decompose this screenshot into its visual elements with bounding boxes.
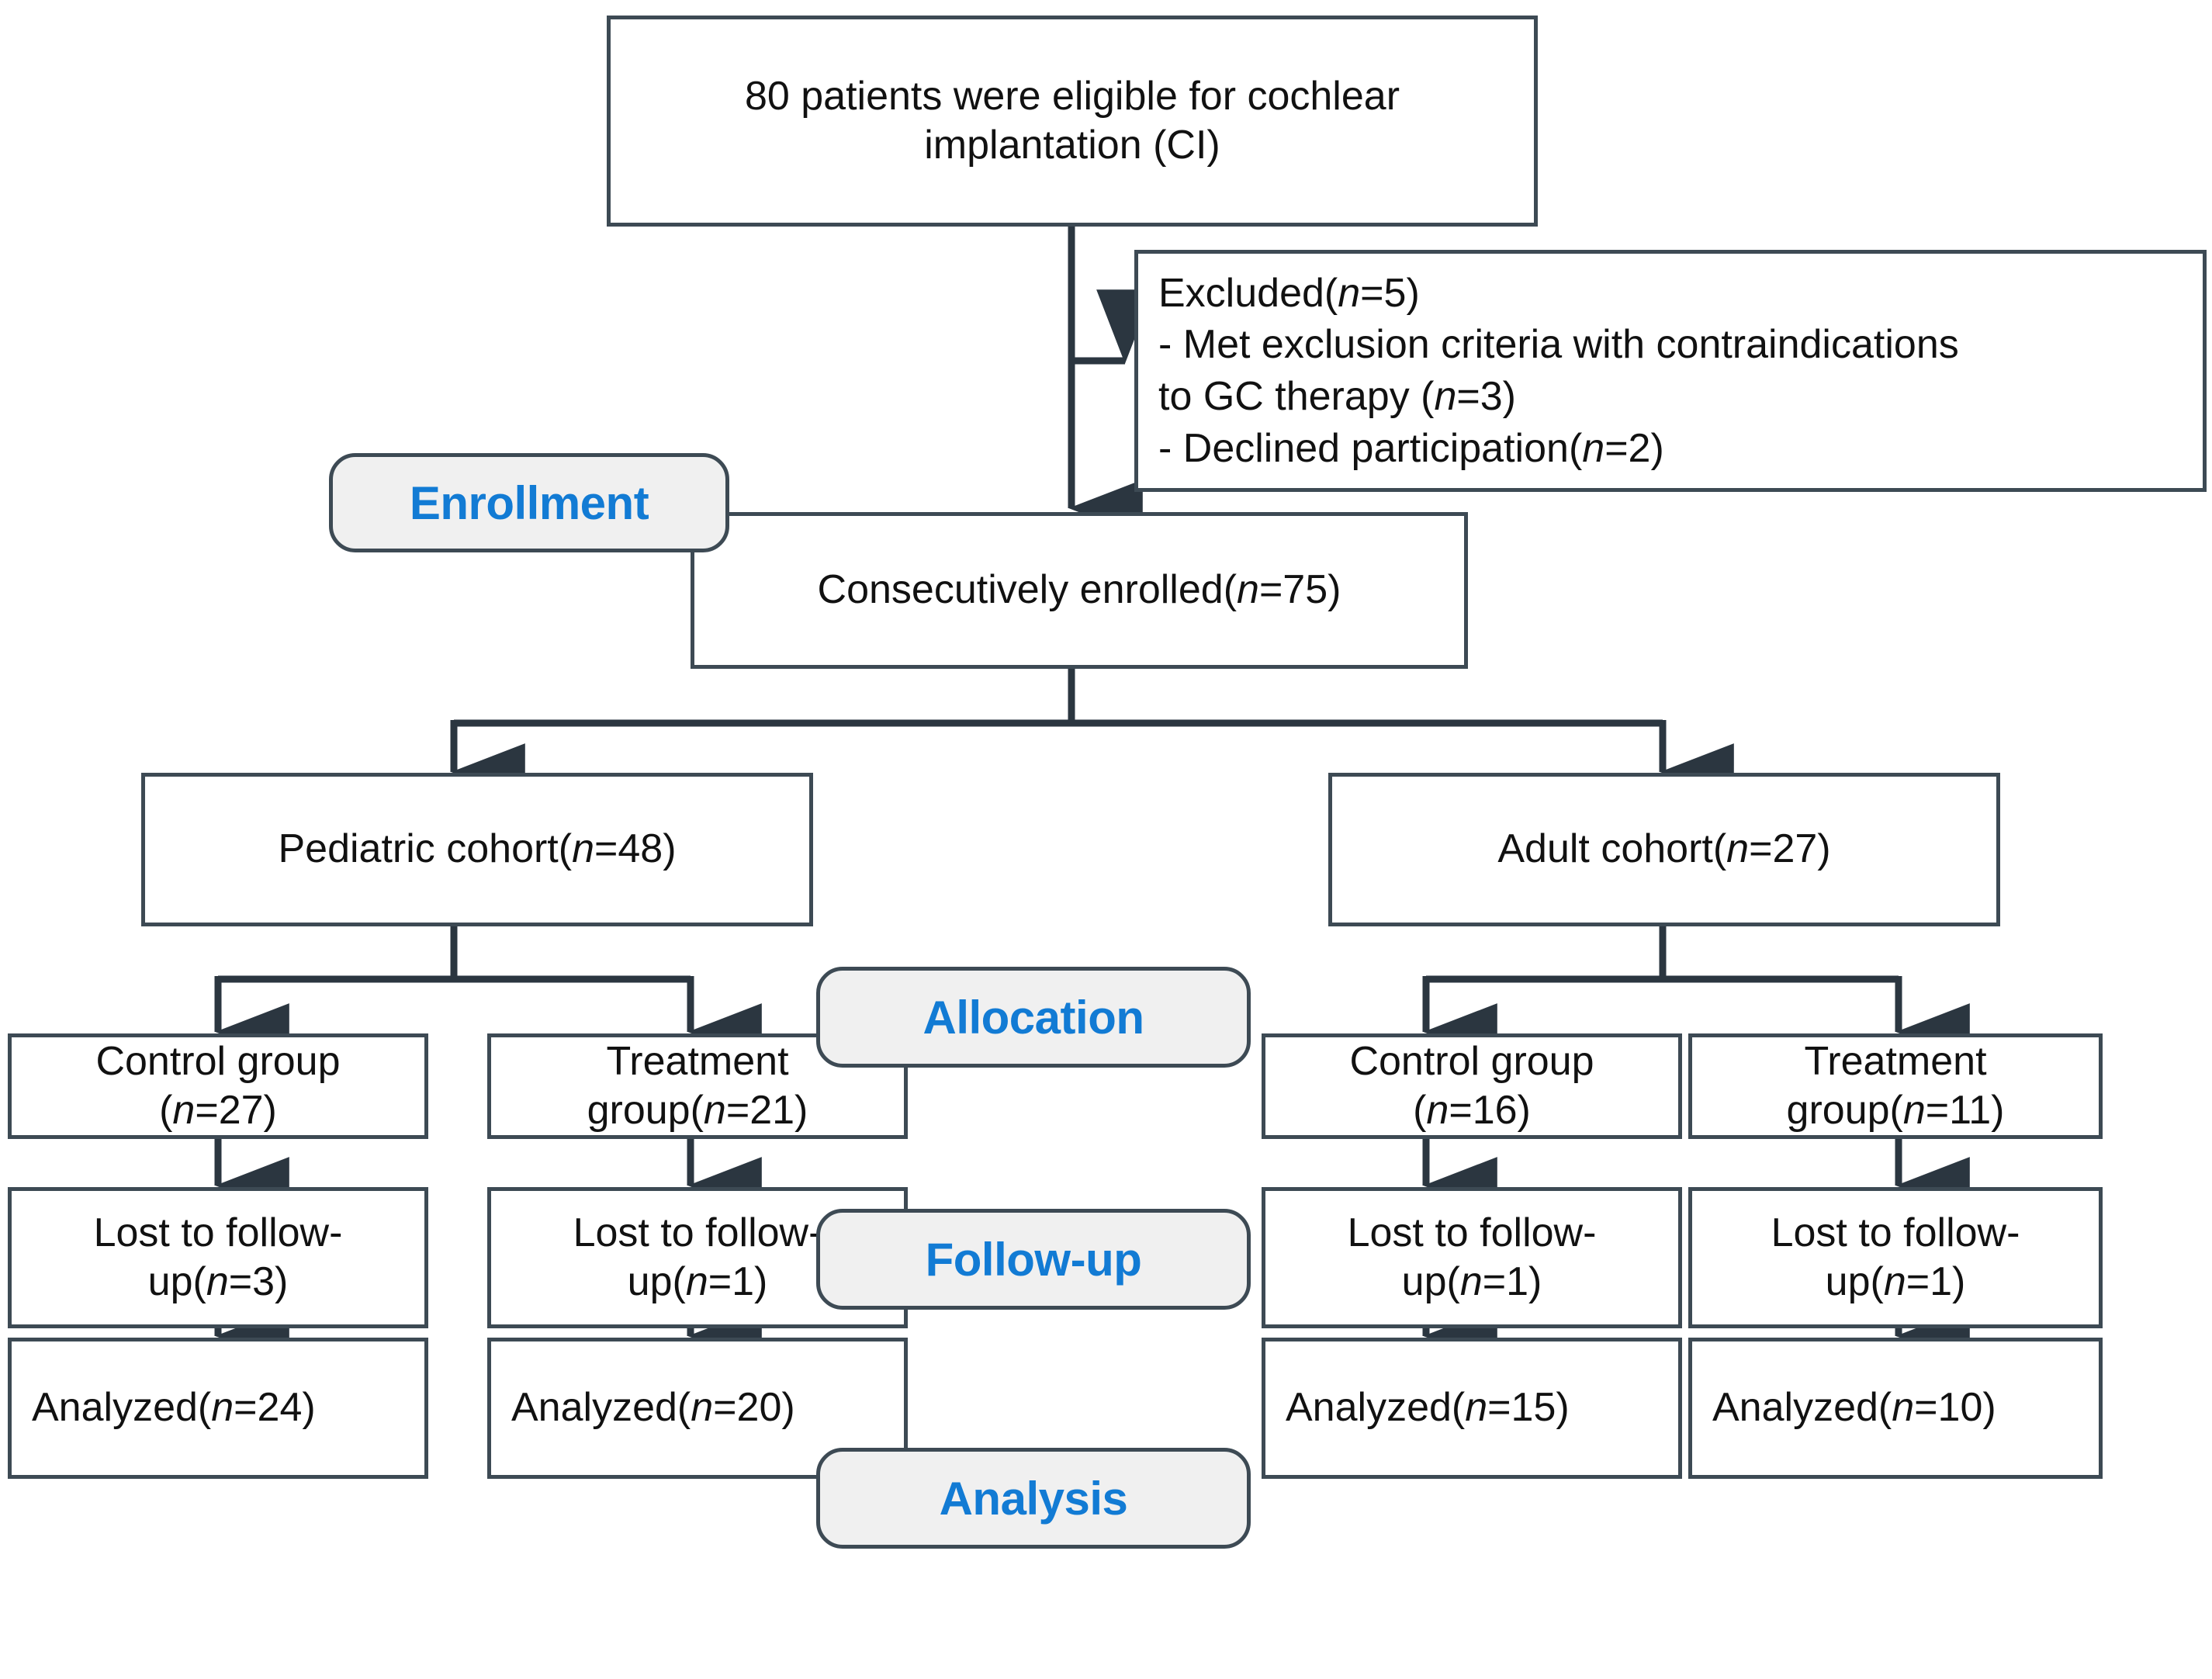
pediatric-control-analyzed-text: Analyzed(n=24) xyxy=(32,1385,316,1431)
adult-treatment-lost-text: Lost to follow-up(n=1) xyxy=(1771,1210,2020,1304)
enrolled-box: Consecutively enrolled(n=75) xyxy=(691,512,1468,669)
adult-control-analyzed-box: Analyzed(n=15) xyxy=(1262,1338,1682,1479)
pediatric-control-lost-box: Lost to follow-up(n=3) xyxy=(8,1187,428,1328)
stage-badge-analysis: Analysis xyxy=(816,1448,1251,1549)
adult-cohort-text: Adult cohort(n=27) xyxy=(1497,826,1831,872)
enrolled-text: Consecutively enrolled(n=75) xyxy=(817,567,1341,613)
pediatric-control-analyzed-box: Analyzed(n=24) xyxy=(8,1338,428,1479)
pediatric-control-lost-text: Lost to follow-up(n=3) xyxy=(93,1210,343,1304)
pediatric-treatment-lost-text: Lost to follow-up(n=1) xyxy=(573,1210,822,1304)
stage-badge-allocation-label: Allocation xyxy=(923,991,1144,1044)
stage-badge-enrollment-label: Enrollment xyxy=(409,476,649,529)
adult-control-analyzed-text: Analyzed(n=15) xyxy=(1286,1385,1570,1431)
excluded-text: Excluded(n=5)- Met exclusion criteria wi… xyxy=(1158,270,1959,471)
pediatric-control-text: Control group(n=27) xyxy=(95,1038,341,1133)
pediatric-cohort-text: Pediatric cohort(n=48) xyxy=(278,826,677,872)
pediatric-control-box: Control group(n=27) xyxy=(8,1033,428,1139)
stage-badge-followup-label: Follow-up xyxy=(925,1233,1142,1286)
stage-badge-analysis-label: Analysis xyxy=(939,1472,1128,1525)
adult-control-lost-box: Lost to follow-up(n=1) xyxy=(1262,1187,1682,1328)
stage-badge-followup: Follow-up xyxy=(816,1209,1251,1310)
eligible-patients-box: 80 patients were eligible for cochlear i… xyxy=(607,16,1538,227)
pediatric-cohort-box: Pediatric cohort(n=48) xyxy=(141,773,813,926)
stage-badge-enrollment: Enrollment xyxy=(329,453,729,552)
adult-treatment-analyzed-text: Analyzed(n=10) xyxy=(1712,1385,1996,1431)
excluded-box: Excluded(n=5)- Met exclusion criteria wi… xyxy=(1134,250,2207,492)
adult-treatment-analyzed-box: Analyzed(n=10) xyxy=(1688,1338,2103,1479)
pediatric-treatment-analyzed-text: Analyzed(n=20) xyxy=(511,1385,795,1431)
adult-control-lost-text: Lost to follow-up(n=1) xyxy=(1347,1210,1597,1304)
adult-cohort-box: Adult cohort(n=27) xyxy=(1328,773,2000,926)
eligible-patients-text: 80 patients were eligible for cochlear i… xyxy=(744,73,1400,168)
adult-treatment-lost-box: Lost to follow-up(n=1) xyxy=(1688,1187,2103,1328)
stage-badge-allocation: Allocation xyxy=(816,967,1251,1068)
adult-control-box: Control group(n=16) xyxy=(1262,1033,1682,1139)
adult-control-text: Control group(n=16) xyxy=(1349,1038,1594,1133)
